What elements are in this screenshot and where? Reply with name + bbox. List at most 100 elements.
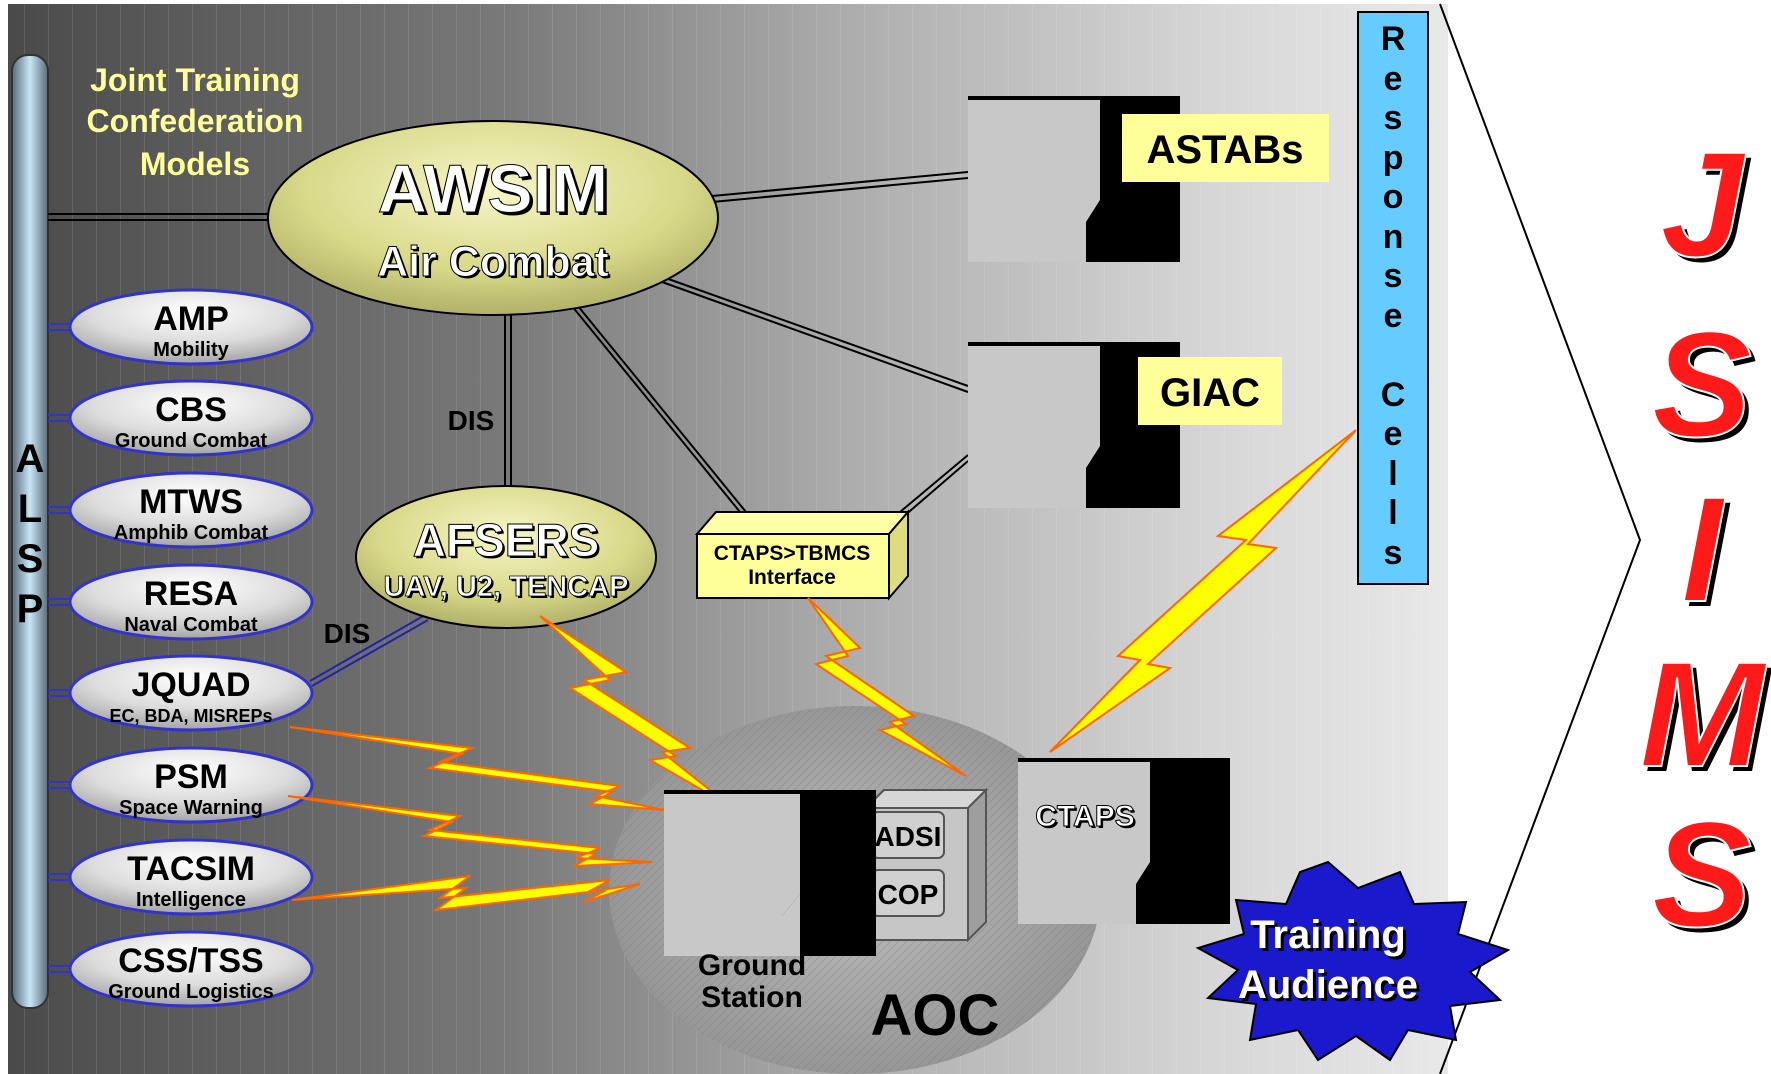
model-jquad[interactable]: JQUAD EC, BDA, MISREPs bbox=[68, 654, 314, 732]
model-desc: Naval Combat bbox=[124, 614, 258, 636]
console-side bbox=[967, 787, 987, 943]
model-ellipse bbox=[68, 379, 314, 457]
model-psm[interactable]: PSM Space Warning bbox=[68, 746, 314, 824]
adsi-label: ADSI bbox=[875, 821, 942, 852]
jsims-chevron bbox=[1439, 3, 1642, 1074]
response-letter: n bbox=[1383, 218, 1404, 256]
cop-label: COP bbox=[878, 879, 939, 910]
astabs-label: ASTABs bbox=[1146, 128, 1303, 172]
training-audience-line-2-shadow: Audience bbox=[1241, 966, 1421, 1010]
interface-box-line-2: Interface bbox=[748, 566, 836, 589]
awsim-subtitle-shadow: Air Combat bbox=[379, 240, 611, 288]
model-mtws[interactable]: MTWS Amphib Combat bbox=[68, 471, 314, 549]
model-desc: Intelligence bbox=[136, 889, 246, 911]
model-name: AMP bbox=[153, 300, 229, 338]
model-desc: Mobility bbox=[153, 339, 229, 361]
model-name: TACSIM bbox=[127, 850, 255, 888]
astabs-node[interactable]: ASTABs bbox=[968, 96, 1329, 262]
ctaps-label-shadow: CTAPS bbox=[1037, 802, 1136, 835]
console-top bbox=[863, 789, 989, 809]
lightning-bolt-response bbox=[1049, 429, 1357, 753]
response-cells[interactable]: R e s p o n s e C e l l s bbox=[1357, 11, 1429, 585]
model-ellipse bbox=[68, 563, 314, 641]
afsers-title-shadow: AFSERS bbox=[415, 516, 602, 568]
awsim-ellipse bbox=[267, 120, 719, 316]
training-audience-starburst bbox=[1195, 860, 1511, 1062]
interface-box[interactable]: CTAPS>TBMCS Interface bbox=[694, 509, 911, 601]
response-letter: s bbox=[1384, 99, 1403, 137]
ctaps-node[interactable]: CTAPS CTAPS bbox=[1018, 758, 1230, 924]
ctaps-screen bbox=[1018, 762, 1150, 924]
giac-node[interactable]: GIAC bbox=[968, 342, 1282, 508]
alsp-letter-a: A bbox=[16, 437, 45, 481]
model-amp[interactable]: AMP Mobility bbox=[68, 288, 314, 366]
dis-link-jquad bbox=[309, 614, 429, 687]
awsim-title-shadow: AWSIM bbox=[381, 154, 611, 230]
jsims-letter-i: I bbox=[1681, 465, 1726, 633]
astabs-screen bbox=[968, 100, 1100, 262]
afsers-subtitle-shadow: UAV, U2, TENCAP bbox=[386, 573, 631, 605]
lightning-bolt-psm bbox=[287, 795, 653, 867]
jsims-letter-m: M bbox=[1640, 630, 1768, 798]
training-audience-line-1: Training bbox=[1250, 913, 1406, 957]
alsp-bar bbox=[11, 54, 49, 1009]
jsims-letter-s: S bbox=[1652, 300, 1752, 468]
response-letter: l bbox=[1388, 494, 1397, 532]
astabs-label-box bbox=[1122, 114, 1329, 182]
dis-label-afsers: DIS bbox=[324, 618, 371, 649]
alsp-letter-p: P bbox=[17, 587, 44, 631]
afsers-title: AFSERS bbox=[413, 514, 600, 566]
ground-station-line-2: Station bbox=[701, 981, 803, 1014]
model-name: CSS/TSS bbox=[118, 942, 263, 980]
model-list: AMP Mobility CBS Ground Combat MTWS Amph… bbox=[68, 288, 314, 1008]
model-desc: Space Warning bbox=[119, 797, 263, 819]
giac-label-box bbox=[1138, 357, 1282, 425]
model-name: PSM bbox=[154, 758, 228, 796]
aoc-label: AOC bbox=[871, 983, 1000, 1048]
model-desc: Ground Logistics bbox=[108, 981, 274, 1003]
afsers-ellipse bbox=[355, 485, 657, 629]
model-ellipse bbox=[68, 654, 314, 732]
model-ellipse bbox=[68, 930, 314, 1008]
confederation-title-line-3: Models bbox=[140, 146, 250, 182]
response-letter: p bbox=[1383, 139, 1404, 177]
model-resa[interactable]: RESA Naval Combat bbox=[68, 563, 314, 641]
alsp-letter-s: S bbox=[17, 537, 44, 581]
model-ellipse bbox=[68, 471, 314, 549]
response-letter: e bbox=[1384, 415, 1403, 453]
ground-station-screen-edge bbox=[782, 894, 800, 956]
jsims-letter-shadow: I bbox=[1686, 470, 1731, 638]
model-css-tss[interactable]: CSS/TSS Ground Logistics bbox=[68, 930, 314, 1008]
awsim-subtitle: Air Combat bbox=[377, 238, 609, 286]
response-letter: o bbox=[1383, 178, 1404, 216]
dis-label-awsim: DIS bbox=[448, 405, 495, 436]
afsers-node[interactable]: AFSERS AFSERS UAV, U2, TENCAP UAV, U2, T… bbox=[355, 485, 657, 629]
ground-station-screen bbox=[664, 794, 800, 956]
model-name: JQUAD bbox=[131, 666, 250, 704]
model-ellipse bbox=[68, 288, 314, 366]
response-letter: s bbox=[1384, 257, 1403, 295]
adsi-cop-console[interactable]: ADSI COP bbox=[863, 787, 989, 943]
jsims-letter-shadow: J bbox=[1665, 125, 1751, 293]
model-ellipse bbox=[68, 746, 314, 824]
response-letter: C bbox=[1381, 376, 1406, 414]
model-desc: Ground Combat bbox=[115, 430, 268, 452]
model-cbs[interactable]: CBS Ground Combat bbox=[68, 379, 314, 457]
training-audience[interactable]: Training Training Audience Audience bbox=[1195, 860, 1511, 1062]
model-tacsim[interactable]: TACSIM Intelligence bbox=[68, 838, 314, 916]
interface-box-top bbox=[694, 511, 911, 535]
interface-box-front bbox=[696, 533, 890, 599]
jsims-title: J J S S I I M M S S bbox=[1639, 119, 1771, 963]
giac-label: GIAC bbox=[1160, 371, 1260, 415]
ctaps-label: CTAPS bbox=[1035, 800, 1134, 833]
alsp-letter-l: L bbox=[18, 487, 42, 531]
response-letter: R bbox=[1381, 20, 1406, 58]
awsim-node[interactable]: AWSIM AWSIM Air Combat Air Combat bbox=[267, 120, 719, 316]
model-ellipse bbox=[68, 838, 314, 916]
model-name: MTWS bbox=[139, 483, 243, 521]
response-letter: e bbox=[1384, 60, 1403, 98]
afsers-subtitle: UAV, U2, TENCAP bbox=[384, 571, 629, 603]
ground-station-panel-front bbox=[800, 790, 876, 956]
response-cells-box bbox=[1357, 11, 1429, 585]
response-letter: e bbox=[1384, 297, 1403, 335]
